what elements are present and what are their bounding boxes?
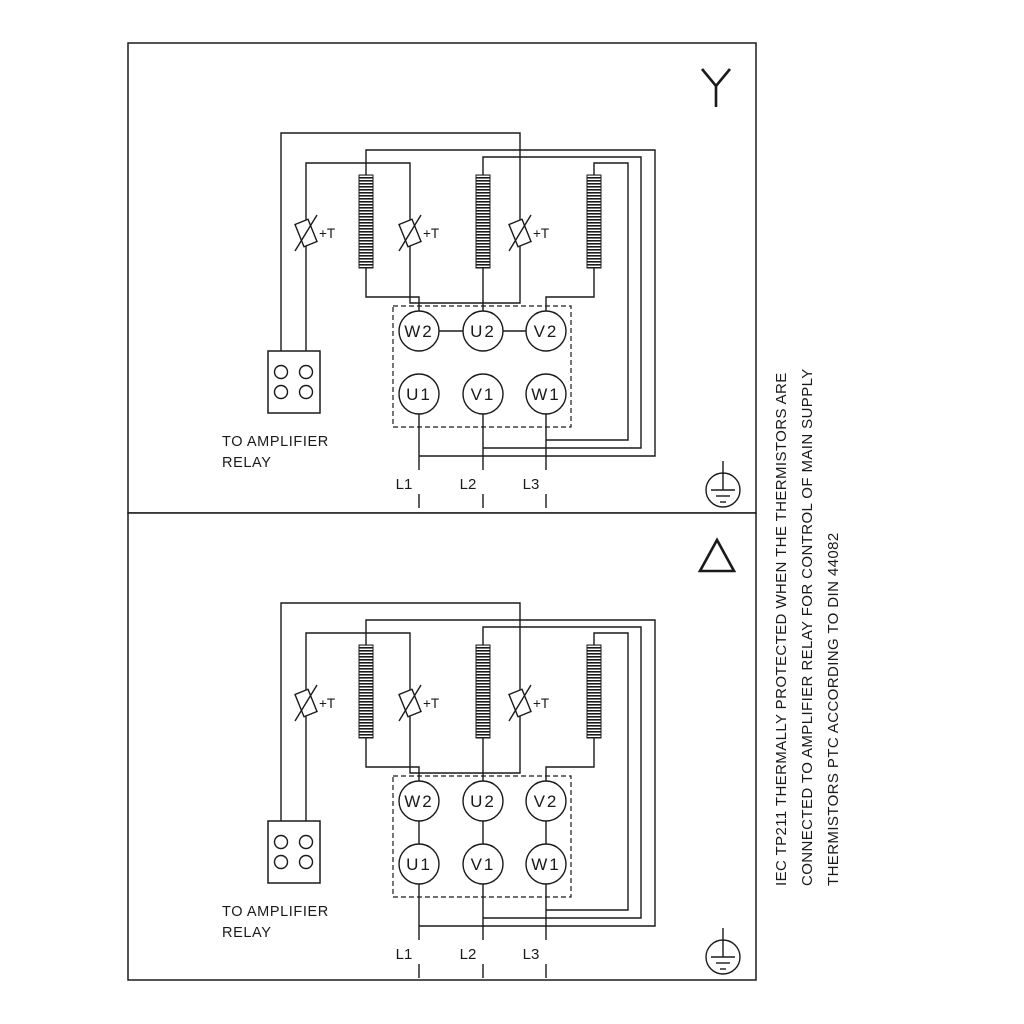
terminal-u1 — [398, 373, 440, 415]
thermistor3-icon — [508, 684, 532, 722]
relay-block — [267, 350, 321, 414]
thermistor3-label: +T — [533, 226, 549, 241]
thermistor3-label: +T — [533, 696, 549, 711]
winding3-top-wire — [546, 162, 629, 441]
thermistor1-label: +T — [319, 696, 335, 711]
thermistor1-icon — [294, 684, 318, 722]
star-connection-icon — [700, 68, 732, 107]
supply-l3-label: L3 — [523, 476, 540, 493]
terminal-v1 — [462, 373, 504, 415]
terminal-w1 — [525, 373, 567, 415]
terminal-u2-label: U2 — [470, 792, 496, 811]
relay-caption-line1: TO AMPLIFIER — [222, 434, 329, 450]
terminal-u2 — [462, 780, 504, 822]
winding1-bottom-wire — [365, 738, 420, 781]
relay-terminal-3 — [273, 854, 289, 870]
winding1 — [358, 644, 374, 739]
sidebar-note-line1: IEC TP211 THERMALLY PROTECTED WHEN THE T… — [773, 372, 790, 886]
thermistor1-label: +T — [319, 226, 335, 241]
terminal-w1-label: W1 — [531, 385, 561, 404]
relay-terminal-2 — [298, 834, 314, 850]
relay-terminal-4 — [298, 384, 314, 400]
thermistor2-icon — [398, 684, 422, 722]
terminal-u1-label: U1 — [406, 385, 432, 404]
thermistor1-icon — [294, 214, 318, 252]
terminal-board — [392, 775, 572, 898]
thermistor3-icon — [508, 214, 532, 252]
winding3 — [586, 174, 602, 269]
winding3-bottom-wire — [545, 268, 595, 311]
sidebar-note-line2: CONNECTED TO AMPLIFIER RELAY FOR CONTROL… — [799, 368, 816, 886]
supply-l2-label: L2 — [460, 476, 477, 493]
winding2 — [475, 644, 491, 739]
terminal-w2 — [398, 780, 440, 822]
terminal-board — [392, 305, 572, 428]
supply-l1-label: L1 — [396, 946, 413, 963]
relay-caption-line2: RELAY — [222, 455, 271, 471]
terminal-v2-label: V2 — [534, 322, 559, 341]
panel-star: +T +T +T W2 U2 V2 U1 V1 W1 TO AMPLIFIER — [127, 42, 757, 514]
winding1 — [358, 174, 374, 269]
winding2-top-wire — [482, 156, 642, 449]
terminal-v2 — [525, 310, 567, 352]
winding3 — [586, 644, 602, 739]
terminal-w1 — [525, 843, 567, 885]
terminal-u1-label: U1 — [406, 855, 432, 874]
terminal-w2 — [398, 310, 440, 352]
terminal-v1-label: V1 — [471, 385, 496, 404]
terminal-w1-label: W1 — [531, 855, 561, 874]
terminal-v1 — [462, 843, 504, 885]
relay-caption-line1: TO AMPLIFIER — [222, 904, 329, 920]
terminal-w2-label: W2 — [404, 792, 434, 811]
terminal-u2-label: U2 — [470, 322, 496, 341]
delta-connection-icon — [697, 537, 737, 573]
supply-l3-label: L3 — [523, 946, 540, 963]
terminal-v2 — [525, 780, 567, 822]
terminal-v2-label: V2 — [534, 792, 559, 811]
winding3-bottom-wire — [545, 738, 595, 781]
winding2 — [475, 174, 491, 269]
earth-icon — [705, 461, 741, 508]
relay-terminal-1 — [273, 834, 289, 850]
thermistor2-label: +T — [423, 226, 439, 241]
panel-delta-border — [127, 512, 757, 981]
relay-terminal-2 — [298, 364, 314, 380]
terminal-u2 — [462, 310, 504, 352]
thermistor2-label: +T — [423, 696, 439, 711]
sidebar-note-line3: THERMISTORS PTC ACCORDING TO DIN 44082 — [825, 532, 842, 886]
supply-l1-label: L1 — [396, 476, 413, 493]
sidebar-note: IEC TP211 THERMALLY PROTECTED WHEN THE T… — [773, 368, 842, 886]
relay-terminal-3 — [273, 384, 289, 400]
winding3-top-wire — [546, 632, 629, 911]
winding1-top-wire — [365, 149, 656, 457]
terminal-v1-label: V1 — [471, 855, 496, 874]
supply-l2-label: L2 — [460, 946, 477, 963]
relay-terminal-1 — [273, 364, 289, 380]
earth-icon — [705, 928, 741, 975]
panel-delta: +T +T +T W2 U2 V2 U1 V1 W1 TO AMPLIFIER — [127, 512, 757, 981]
winding2-top-wire — [482, 626, 642, 919]
thermistor-chain-wire — [280, 602, 521, 821]
relay-terminal-4 — [298, 854, 314, 870]
terminal-w2-label: W2 — [404, 322, 434, 341]
relay-caption-line2: RELAY — [222, 925, 271, 941]
winding1-top-wire — [365, 619, 656, 927]
terminal-u1 — [398, 843, 440, 885]
winding1-bottom-wire — [365, 268, 420, 311]
thermistor2-icon — [398, 214, 422, 252]
relay-block — [267, 820, 321, 884]
thermistor-chain-wire — [280, 132, 521, 351]
panel-star-border — [127, 42, 757, 514]
